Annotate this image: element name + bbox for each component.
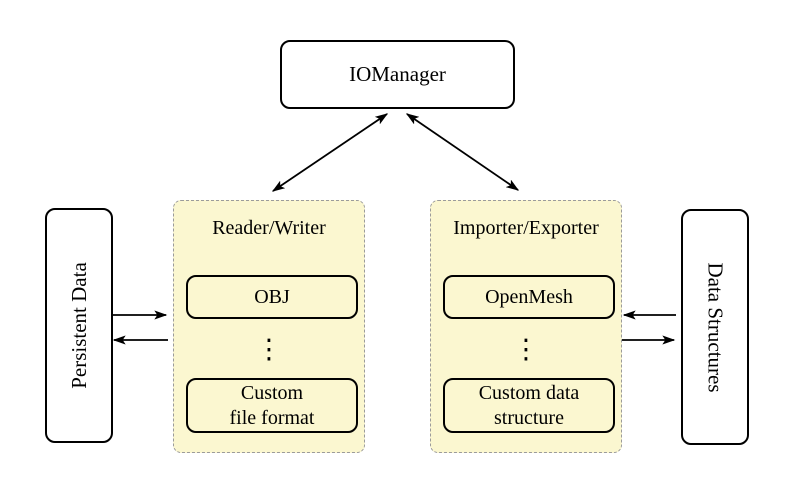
importer-exporter-panel: Importer/Exporter OpenMesh ⋮ Custom data…: [430, 200, 622, 453]
obj-node: OBJ: [186, 275, 358, 319]
custom-data-structure-node: Custom data structure: [443, 378, 615, 433]
custom-file-format-node: Custom file format: [186, 378, 358, 433]
openmesh-node: OpenMesh: [443, 275, 615, 319]
vertical-ellipsis-icon: ⋮: [512, 334, 540, 365]
importer-exporter-title: Importer/Exporter: [453, 217, 599, 239]
custom-data-structure-line2: structure: [494, 406, 564, 429]
persistent-data-node: Persistent Data: [45, 208, 113, 443]
reader-writer-panel: Reader/Writer OBJ ⋮ Custom file format: [173, 200, 365, 453]
persistent-data-label: Persistent Data: [66, 262, 91, 389]
arrow-iomanager-readerwriter: [271, 113, 389, 192]
iomanager-label: IOManager: [349, 62, 446, 86]
arrow-iomanager-importerexporter: [405, 113, 520, 191]
custom-file-format-line2: file format: [229, 406, 315, 429]
data-structures-node: Data Structures: [681, 209, 749, 445]
custom-file-format-line1: Custom: [240, 381, 304, 404]
openmesh-label: OpenMesh: [485, 285, 573, 308]
vertical-ellipsis-icon: ⋮: [255, 334, 283, 365]
custom-data-structure-line1: Custom data: [478, 381, 580, 404]
reader-writer-title: Reader/Writer: [212, 217, 326, 239]
data-structures-label: Data Structures: [703, 261, 728, 393]
obj-label: OBJ: [254, 285, 290, 308]
iomanager-node: IOManager: [280, 40, 515, 109]
